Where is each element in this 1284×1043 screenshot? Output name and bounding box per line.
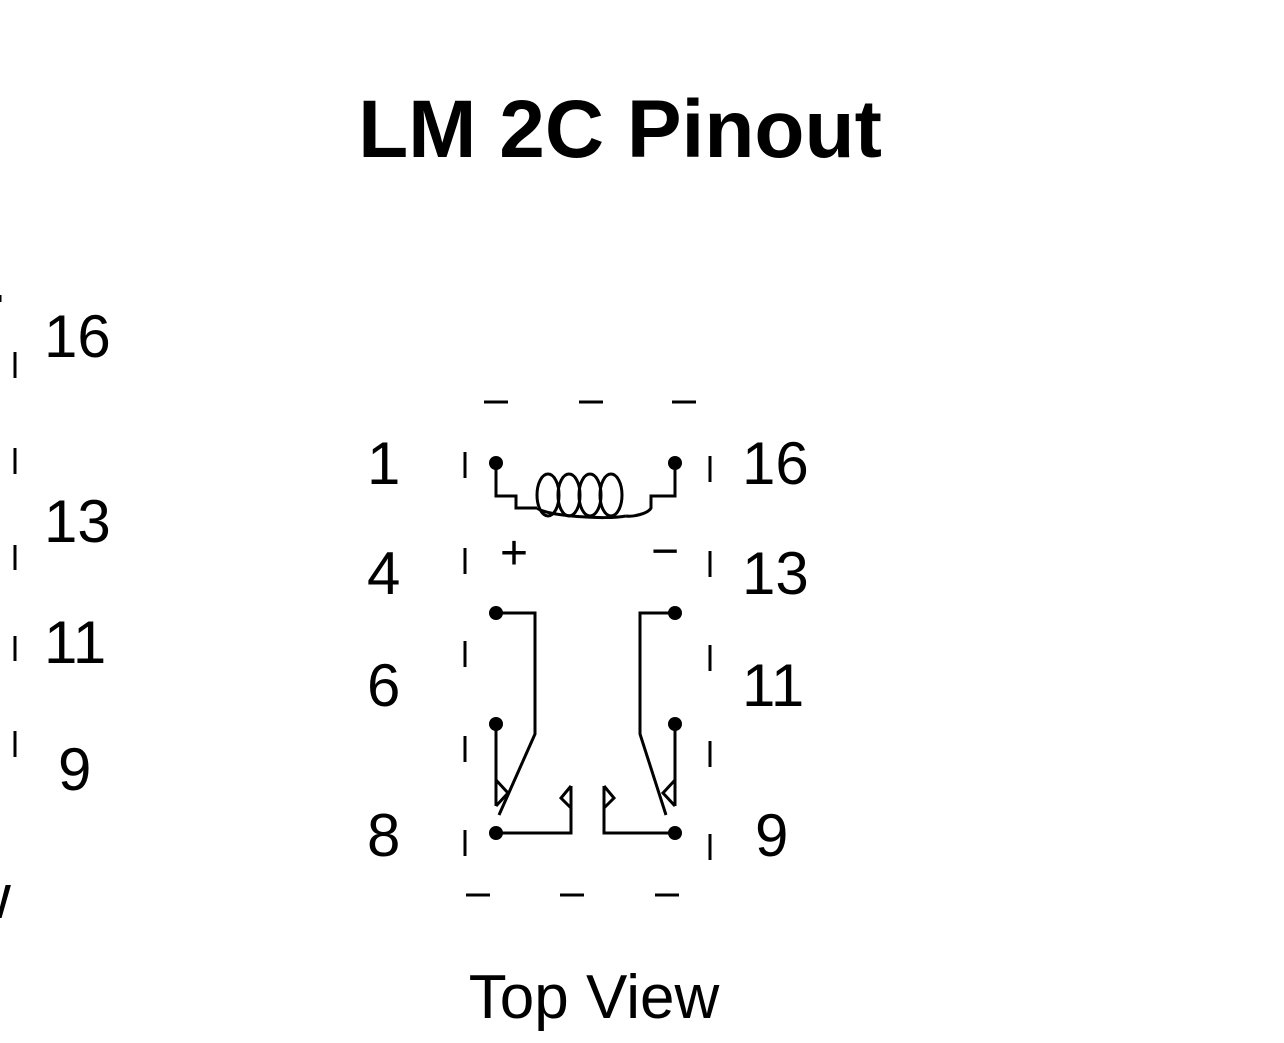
coil-lead-right bbox=[625, 463, 677, 518]
cropped-pin-label: 11 bbox=[44, 609, 106, 676]
coil-winding bbox=[577, 472, 603, 518]
package-outline bbox=[463, 400, 712, 897]
contact-tip bbox=[602, 785, 617, 810]
switch-contact-left bbox=[489, 606, 573, 840]
contact-tip bbox=[494, 778, 511, 808]
pin-label-right: 16 bbox=[742, 430, 809, 497]
no-lead bbox=[602, 786, 675, 835]
cropped-pin-label: 13 bbox=[44, 488, 111, 555]
coil-positive-sign: + bbox=[500, 527, 528, 580]
coil-winding bbox=[598, 472, 624, 518]
pin-label-right: 11 bbox=[742, 652, 804, 719]
pin-label-left: 1 bbox=[367, 430, 400, 497]
cropped-pin-label: 9 bbox=[58, 736, 91, 803]
pin-label-right: 9 bbox=[755, 802, 788, 869]
contact-tip bbox=[660, 778, 677, 808]
coil-negative-sign: − bbox=[651, 525, 679, 578]
contact-tip bbox=[558, 785, 573, 810]
pin-label-left: 8 bbox=[367, 802, 400, 869]
page-title: LM 2C Pinout bbox=[358, 84, 882, 175]
switch-contact-right bbox=[602, 606, 682, 840]
coil-lead-left bbox=[494, 463, 537, 510]
cropped-caption-fragment: w bbox=[0, 863, 11, 932]
pin-label-left: 4 bbox=[367, 540, 400, 607]
common-lead bbox=[638, 611, 675, 816]
pin-label-right: 13 bbox=[742, 540, 809, 607]
no-lead bbox=[496, 786, 573, 835]
view-caption: Top View bbox=[469, 963, 720, 1032]
coil-base-curve bbox=[536, 506, 627, 520]
cropped-pin-label: 16 bbox=[44, 303, 111, 370]
common-lead bbox=[496, 611, 537, 816]
cropped-partial-view: 16 13 11 9 w bbox=[0, 295, 111, 932]
coil-winding bbox=[556, 472, 582, 518]
relay-coil bbox=[489, 456, 682, 520]
pin-label-left: 6 bbox=[367, 652, 400, 719]
cropped-package-outline bbox=[0, 295, 17, 757]
